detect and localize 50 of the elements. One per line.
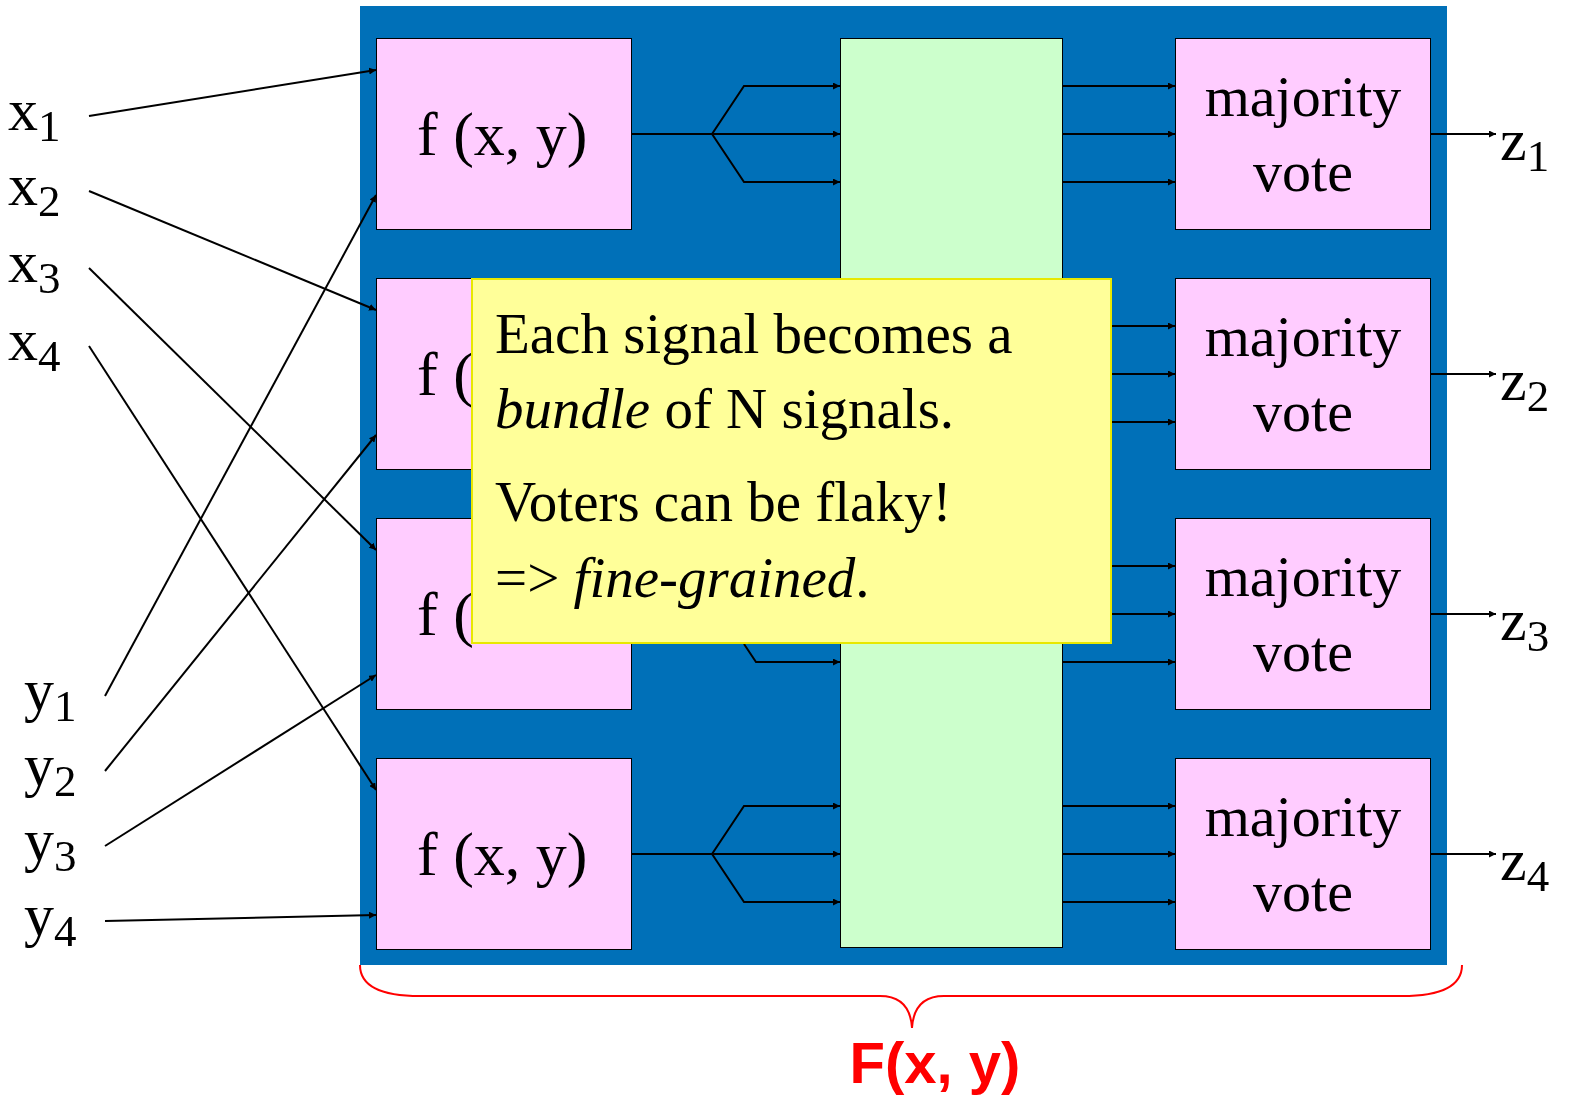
arrow	[1062, 850, 1176, 858]
arrow	[1111, 322, 1176, 330]
arrow	[88, 345, 377, 791]
signal-label: z$_{4}$	[1500, 830, 1550, 890]
callout-text: => fine-grained.	[495, 544, 871, 611]
vote-box	[1175, 38, 1431, 230]
vote-box	[1175, 758, 1431, 950]
vote-box	[1175, 518, 1431, 710]
arrow	[1062, 658, 1176, 666]
vote-label: majority vote	[1203, 62, 1403, 206]
arrow	[1430, 850, 1497, 858]
function-box	[376, 758, 632, 950]
vote-label: majority vote	[1203, 782, 1403, 926]
arrow	[88, 267, 377, 551]
function-box	[376, 38, 632, 230]
arrow	[1062, 898, 1176, 906]
arrow	[88, 67, 377, 117]
signal-label: z$_{3}$	[1500, 590, 1550, 650]
arrow	[1430, 610, 1497, 618]
callout-text: Each signal becomes a bundle of N signals.	[495, 301, 1014, 443]
signal-label: x$_{2}$	[8, 155, 61, 215]
arrow	[1062, 82, 1176, 90]
arrow	[1430, 370, 1497, 378]
arrow	[1111, 562, 1176, 570]
arrow	[631, 853, 841, 906]
vote-box	[1175, 278, 1431, 470]
arrow	[104, 194, 377, 697]
arrow	[1062, 130, 1176, 138]
arrow	[104, 674, 377, 847]
signal-label: x$_{3}$	[8, 232, 61, 292]
arrow	[743, 643, 841, 666]
arrow	[104, 434, 377, 772]
callout-tooltip	[471, 278, 1112, 644]
vote-label: majority vote	[1203, 302, 1403, 446]
signal-label: x$_{4}$	[8, 310, 61, 370]
arrow	[1062, 178, 1176, 186]
callout-text: Voters can be flaky!	[495, 469, 953, 536]
arrow	[104, 911, 377, 922]
panel-background	[360, 6, 1447, 965]
arrow	[631, 133, 841, 186]
vote-label: majority vote	[1203, 542, 1403, 686]
signal-label: z$_{2}$	[1500, 350, 1550, 410]
arrow	[1111, 418, 1176, 426]
arrow	[1111, 610, 1176, 618]
arrow	[1430, 130, 1497, 138]
signal-label: z$_{1}$	[1500, 110, 1550, 170]
arrow	[1062, 802, 1176, 810]
arrow	[88, 190, 377, 311]
signal-label: x$_{1}$	[8, 80, 61, 140]
arrow	[1111, 370, 1176, 378]
